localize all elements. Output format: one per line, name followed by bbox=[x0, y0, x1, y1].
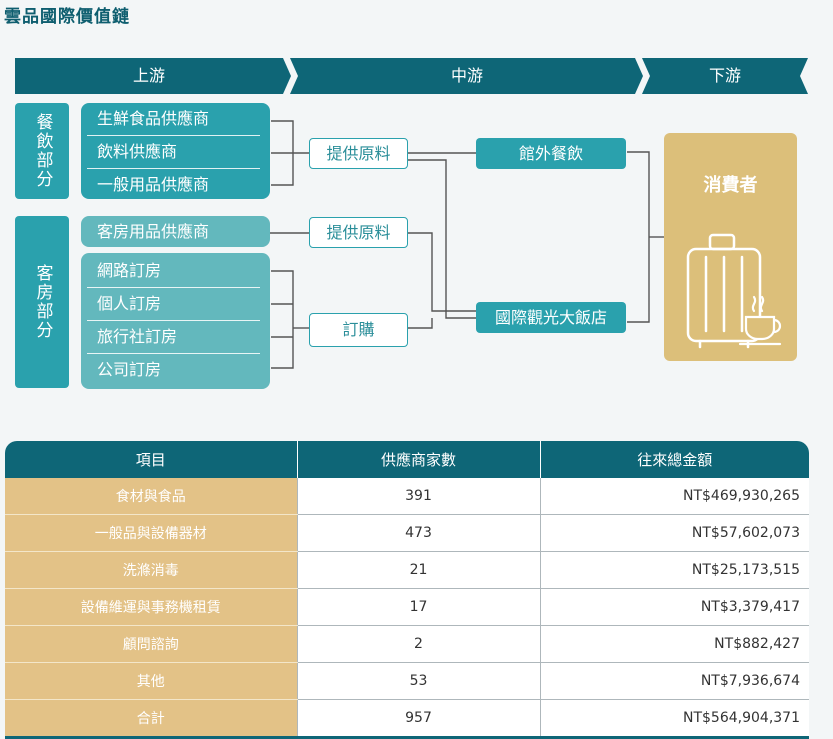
divider bbox=[87, 320, 260, 321]
row-amount: NT$57,602,073 bbox=[539, 514, 809, 552]
divider bbox=[87, 287, 260, 288]
divider bbox=[87, 135, 260, 136]
booking-item-individual: 個人訂房 bbox=[97, 294, 162, 313]
row-item: 一般品與設備器材 bbox=[5, 514, 297, 552]
supplier-table: 項目 供應商家數 往來總金額 食材與食品 391 NT$469,930,265 … bbox=[5, 441, 809, 739]
row-amount: NT$3,379,417 bbox=[539, 588, 809, 626]
booking-item-online: 網路訂房 bbox=[97, 261, 162, 280]
row-amount: NT$882,427 bbox=[539, 625, 809, 663]
food-item-general: 一般用品供應商 bbox=[97, 175, 210, 194]
group-room-label: 客房部分 bbox=[15, 216, 69, 388]
food-item-beverage: 飲料供應商 bbox=[97, 142, 178, 161]
food-supplier-box: 生鮮食品供應商 飲料供應商 一般用品供應商 bbox=[81, 103, 270, 199]
room-booking-box: 網路訂房 個人訂房 旅行社訂房 公司訂房 bbox=[81, 253, 270, 389]
row-count: 2 bbox=[296, 625, 540, 663]
flow-room-supply: 提供原料 bbox=[309, 217, 408, 248]
header-item: 項目 bbox=[5, 441, 297, 478]
stage-midstream: 中游 bbox=[450, 66, 483, 85]
row-amount: NT$564,904,371 bbox=[539, 699, 809, 739]
table-row: 食材與食品 391 NT$469,930,265 bbox=[5, 478, 809, 515]
consumer-label: 消費者 bbox=[703, 175, 758, 196]
divider bbox=[87, 353, 260, 354]
table-row: 一般品與設備器材 473 NT$57,602,073 bbox=[5, 514, 809, 552]
table-row: 其他 53 NT$7,936,674 bbox=[5, 662, 809, 700]
stage-upstream: 上游 bbox=[132, 66, 165, 85]
row-count: 21 bbox=[296, 551, 540, 589]
row-item: 其他 bbox=[5, 662, 297, 700]
row-count: 17 bbox=[296, 588, 540, 626]
value-chain-stages: 上游 中游 下游 bbox=[15, 58, 808, 94]
flow-food-supply: 提供原料 bbox=[309, 138, 408, 169]
row-item: 顧問諮詢 bbox=[5, 625, 297, 663]
stage-band-graphic bbox=[15, 58, 808, 94]
header-count: 供應商家數 bbox=[296, 441, 540, 478]
table-total-row: 合計 957 NT$564,904,371 bbox=[5, 699, 809, 739]
divider bbox=[87, 168, 260, 169]
header-amount: 往來總金額 bbox=[539, 441, 809, 478]
row-item: 合計 bbox=[5, 699, 297, 739]
row-count: 957 bbox=[296, 699, 540, 739]
table-row: 設備維運與事務機租賃 17 NT$3,379,417 bbox=[5, 588, 809, 626]
coffee-cup-icon bbox=[738, 295, 782, 346]
room-item-supplies: 客房用品供應商 bbox=[97, 222, 210, 241]
row-item: 食材與食品 bbox=[5, 478, 297, 515]
row-item: 設備維運與事務機租賃 bbox=[5, 588, 297, 626]
node-hotel: 國際觀光大飯店 bbox=[476, 302, 626, 333]
suitcase-icon bbox=[686, 233, 782, 349]
row-amount: NT$7,936,674 bbox=[539, 662, 809, 700]
consumer-box: 消費者 bbox=[664, 133, 797, 361]
flow-connectors bbox=[270, 120, 664, 369]
stage-downstream: 下游 bbox=[708, 66, 741, 85]
table-row: 洗滌消毒 21 NT$25,173,515 bbox=[5, 551, 809, 589]
group-food-label: 餐飲部分 bbox=[15, 103, 69, 199]
row-item: 洗滌消毒 bbox=[5, 551, 297, 589]
booking-item-corporate: 公司訂房 bbox=[97, 360, 162, 379]
food-item-fresh: 生鮮食品供應商 bbox=[97, 109, 210, 128]
table-header-row: 項目 供應商家數 往來總金額 bbox=[5, 441, 809, 478]
table-row: 顧問諮詢 2 NT$882,427 bbox=[5, 625, 809, 663]
row-amount: NT$469,930,265 bbox=[539, 478, 809, 515]
node-catering: 館外餐飲 bbox=[476, 138, 626, 169]
row-amount: NT$25,173,515 bbox=[539, 551, 809, 589]
booking-item-travel-agency: 旅行社訂房 bbox=[97, 327, 178, 346]
room-supply-box: 客房用品供應商 bbox=[81, 216, 270, 247]
row-count: 53 bbox=[296, 662, 540, 700]
row-count: 391 bbox=[296, 478, 540, 515]
row-count: 473 bbox=[296, 514, 540, 552]
flow-booking: 訂購 bbox=[309, 313, 408, 347]
page-title: 雲品國際價值鏈 bbox=[4, 7, 130, 27]
